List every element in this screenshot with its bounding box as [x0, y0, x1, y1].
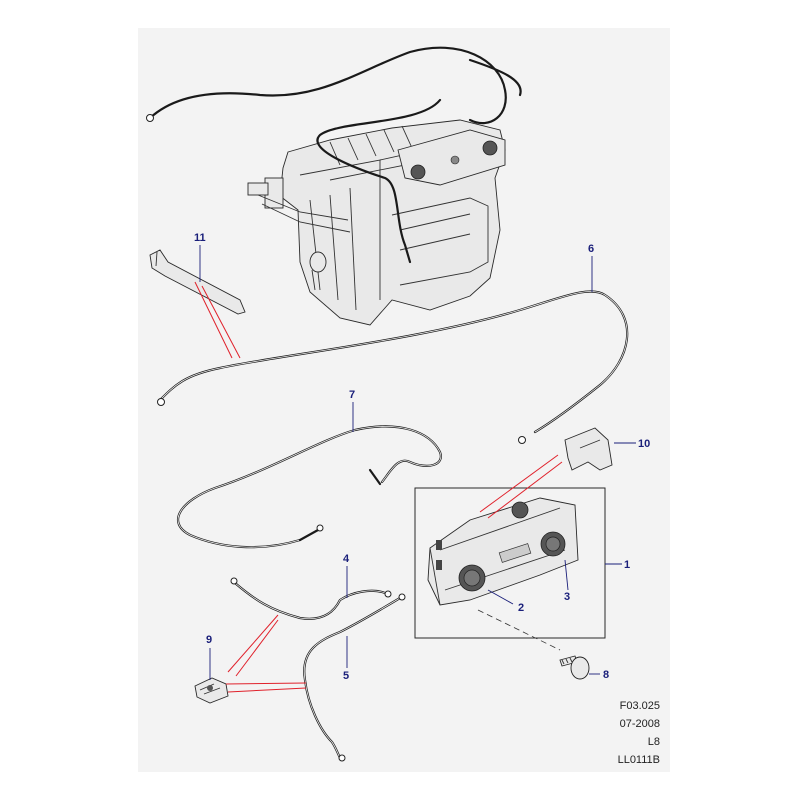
callout-1: 1 [624, 559, 630, 571]
callout-4: 4 [343, 553, 350, 565]
cable-clip-part [194, 677, 229, 704]
callout-3: 3 [564, 591, 570, 603]
callout-8: 8 [603, 669, 609, 681]
figure-code: F03.025 [619, 700, 660, 712]
callout-6: 6 [588, 243, 594, 255]
red-leader [227, 614, 279, 673]
callout-9: 9 [206, 634, 212, 646]
callout-2: 2 [518, 602, 524, 614]
callout-10: 10 [638, 438, 650, 450]
red-leader [201, 285, 241, 359]
heater-unit-assembly [247, 119, 506, 326]
screw-part [559, 655, 590, 680]
cable-tie-strap [149, 249, 246, 315]
red-leader [479, 454, 559, 513]
callout-11: 11 [194, 232, 206, 244]
reference-code: LL0111B [617, 754, 660, 766]
red-leader [235, 619, 279, 677]
red-leader [227, 687, 307, 693]
model-code: L8 [647, 736, 660, 748]
red-leader [194, 281, 233, 359]
callout-7: 7 [349, 389, 355, 401]
red-leader [225, 682, 307, 685]
callout-5: 5 [343, 670, 349, 682]
control-panel-outline-box [414, 487, 606, 639]
bracket-part [564, 427, 613, 471]
red-leader [487, 461, 563, 519]
figure-date: 07-2008 [619, 718, 660, 730]
heater-control-panel [427, 497, 579, 606]
